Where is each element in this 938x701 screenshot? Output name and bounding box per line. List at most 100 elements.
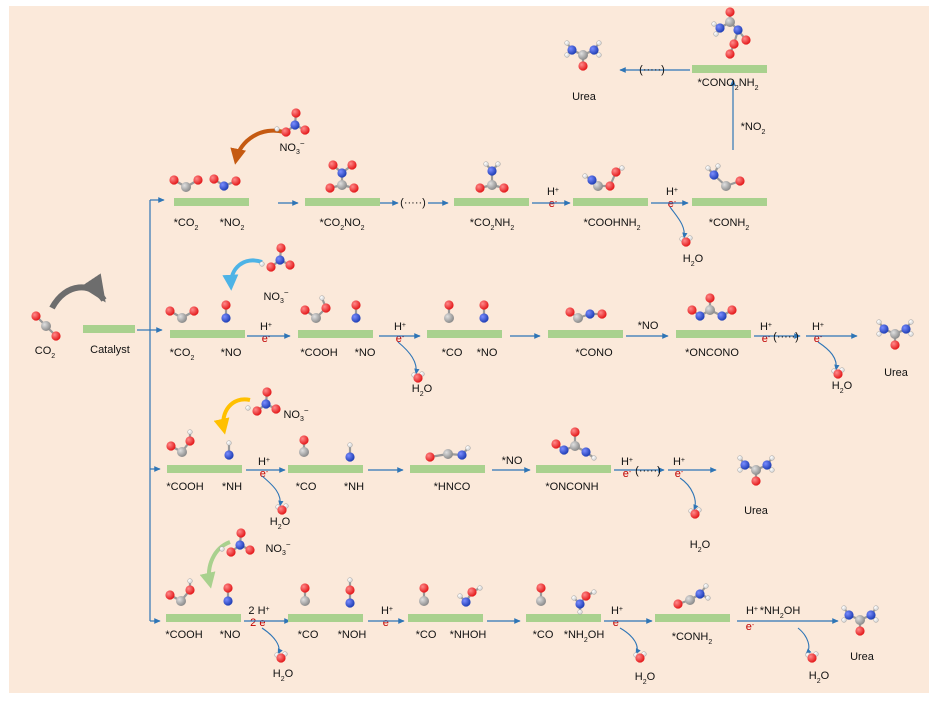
mol-no-r4-atom-n <box>223 596 233 606</box>
urea-r4-atom-h <box>873 605 879 611</box>
nitrate-r2-atom-o <box>285 260 295 270</box>
mol-co-r4b-atom-o <box>419 583 429 593</box>
nitrate-r2-atom-o <box>276 243 286 253</box>
nitrate-r3-atom-o <box>271 404 281 414</box>
mol-no-r2b-atom-n <box>351 313 361 323</box>
mol-cooh-r2-atom-o <box>300 305 310 315</box>
urea-label-r1: Urea <box>572 91 597 103</box>
mol-cooh-r2-atom-o <box>321 303 331 313</box>
mol-conh2-r1-atom-n <box>709 170 719 180</box>
nitrate-r1-atom-o <box>281 127 291 137</box>
surface-r2-5 <box>676 330 751 338</box>
label-co-r4b: *CO <box>416 629 437 641</box>
mol-cooh-r2-atom-h <box>319 295 325 301</box>
mol-cono-atom-o <box>565 307 575 317</box>
label-cono: *CONO <box>575 347 613 359</box>
step-r3-a-e-minus: e- <box>260 468 269 480</box>
mol-coohnh2-atom-c <box>593 181 603 191</box>
mol-conh2-r1-atom-c <box>721 181 731 191</box>
step-r4-d-h-plus: H+ <box>746 605 758 617</box>
step-r4-a-e-minus: 2 e- <box>250 617 268 629</box>
label-co-r2: *CO <box>442 347 463 359</box>
urea-r1-atom-h <box>564 40 570 46</box>
mol-nhoh-atom-o <box>467 587 477 597</box>
nitrate-r1-atom-o <box>291 108 301 118</box>
mol-conh2-r1-atom-h <box>705 165 711 171</box>
water-r4c-o <box>807 653 817 663</box>
mol-cono2nh2-atom-h <box>711 21 717 27</box>
water-r2a-o <box>413 373 423 383</box>
mol-cooh-r3-atom-h <box>187 429 193 435</box>
mol-co2no2-atom-o <box>325 183 335 193</box>
mol-nh2oh-atom-h <box>577 609 583 615</box>
label-co2no2: *CO2NO2 <box>319 217 364 232</box>
mol-co2nh2-atom-c <box>487 180 497 190</box>
mol-nh2oh-atom-n <box>575 599 585 609</box>
mol-no2-r1-atom-n <box>219 181 229 191</box>
mol-nhoh-atom-h <box>457 593 463 599</box>
mol-coohnh2-atom-h <box>582 173 588 179</box>
mol-co-r2-atom-o <box>444 300 454 310</box>
nitrate-r3-atom-o <box>252 406 262 416</box>
urea-r3-atom-n <box>740 460 750 470</box>
mol-onccono-atom-o <box>687 305 697 315</box>
urea-r4-atom-n <box>866 610 876 620</box>
surface-r1-4 <box>573 198 648 206</box>
mol-onccono-atom-n <box>717 311 727 321</box>
mol-conh2-r4-atom-h <box>703 583 709 589</box>
mol-hnco-atom-n <box>457 450 467 460</box>
urea-label-r3: Urea <box>744 505 769 517</box>
mol-co2nh2-atom-o <box>475 183 485 193</box>
mol-conh2-r1-atom-o <box>735 176 745 186</box>
mol-co-r4-atom-c <box>300 596 310 606</box>
step-r2-b-h-plus: H+ <box>394 321 406 333</box>
urea-r4-atom-h <box>841 605 847 611</box>
nitrate-r1-atom-h <box>274 126 280 132</box>
surface-r4-2 <box>288 614 363 622</box>
label-hnco: *HNCO <box>434 481 471 493</box>
mol-no-r2c-atom-o <box>479 300 489 310</box>
label-co2nh2: *CO2NH2 <box>470 217 515 232</box>
co2-molecule-atom-c <box>41 321 51 331</box>
water-label-r2a: H2O <box>412 383 433 398</box>
water-release-r2b <box>817 341 840 371</box>
step-r4-b-e-minus: e- <box>383 617 392 629</box>
mol-onconh-atom-n <box>581 447 591 457</box>
mol-no-r2c-atom-n <box>479 313 489 323</box>
water-release-r4a <box>261 627 283 655</box>
mol-cono-atom-c <box>573 313 583 323</box>
mol-cooh-r4-atom-c <box>176 596 186 606</box>
nitrate-r3-atom-n <box>261 399 271 409</box>
surface-r2-3 <box>427 330 502 338</box>
nitrate-adsorption-arrow-4 <box>199 540 231 589</box>
nitrate-r2-atom-h <box>259 261 265 267</box>
water-release-r2a <box>397 341 420 375</box>
water-release-r4c <box>797 627 812 655</box>
catalyst-label: Catalyst <box>90 344 130 356</box>
mol-coohnh2-atom-o <box>605 181 615 191</box>
mol-no-r2-atom-o <box>221 300 231 310</box>
mol-nh-r3-atom-n <box>224 450 234 460</box>
nitrate-label-r1: NO3− <box>279 139 304 156</box>
mol-noh-atom-h <box>347 577 353 583</box>
mol-cono2nh2-atom-h <box>713 31 719 37</box>
step-r1-b-h-plus: H+ <box>666 186 678 198</box>
mol-conh2-r4-atom-o <box>673 599 683 609</box>
water-r4a-o <box>276 653 286 663</box>
surface-r4-1 <box>166 614 241 622</box>
water-label-r1: H2O <box>683 253 704 268</box>
ellipsis-step: (·····) <box>639 64 665 76</box>
surface-r2-4 <box>548 330 623 338</box>
surface-r3-4 <box>536 465 611 473</box>
step-r4-a-h-plus: 2 H+ <box>248 605 269 617</box>
mol-co-r4c-atom-o <box>536 583 546 593</box>
mol-nh2oh-atom-o <box>581 591 591 601</box>
mol-onccono-atom-c <box>705 305 715 315</box>
urea-r1-atom-h <box>564 52 570 58</box>
label-coohnh2: *COOHNH2 <box>583 217 640 232</box>
mol-cooh-r3-atom-c <box>177 447 187 457</box>
mol-onconh-atom-h <box>591 455 597 461</box>
urea-r4-atom-h <box>873 617 879 623</box>
label-co-r4: *CO <box>298 629 319 641</box>
